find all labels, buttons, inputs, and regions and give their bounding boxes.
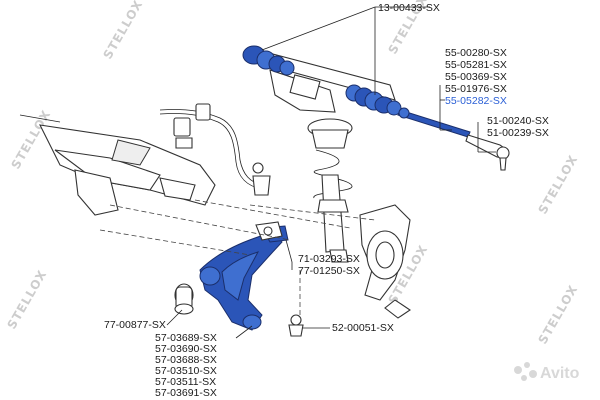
label-stab-link-1: 71-03293-SX [298, 253, 360, 265]
watermark-top-mid: STELLOX [100, 0, 145, 62]
steering-knuckle [359, 204, 411, 319]
part-labels: 13-00433-SX 55-00280-SX 55-05281-SX 55-0… [104, 2, 549, 399]
tie-rod-end [465, 134, 510, 171]
leader-lines [166, 6, 496, 339]
avito-watermark-text: Avito [540, 365, 580, 382]
label-control-arm-2: 57-03690-SX [155, 343, 217, 355]
assembly-guides [99, 199, 376, 318]
label-tie-rod-2: 55-05281-SX [445, 59, 507, 71]
stabilizer-bushing-2 [195, 103, 211, 121]
watermark-right-low: STELLOX [535, 282, 580, 346]
label-stab-link-2: 77-01250-SX [298, 265, 360, 277]
label-tie-rod-1: 55-00280-SX [445, 47, 507, 59]
strut-assembly [307, 118, 353, 263]
control-arm-bushing [174, 283, 194, 315]
steering-rack [242, 45, 402, 116]
label-control-arm-1: 57-03689-SX [155, 332, 217, 344]
lower-control-arm [199, 225, 289, 331]
label-control-arm-6: 57-03691-SX [155, 387, 217, 399]
watermark-left-bottom: STELLOX [4, 267, 49, 331]
label-bushing: 77-00877-SX [104, 319, 166, 331]
label-tie-rod-3: 55-00369-SX [445, 71, 507, 83]
stab-link-bushing [255, 221, 283, 241]
label-tie-rod-end-1: 51-00240-SX [487, 115, 549, 127]
label-control-arm-5: 57-03511-SX [155, 376, 216, 388]
label-ball-joint: 52-00051-SX [332, 322, 394, 334]
ball-joint [288, 314, 304, 337]
subframe [19, 114, 216, 216]
label-control-arm-4: 57-03510-SX [155, 365, 217, 377]
label-rack-boots: 13-00433-SX [378, 2, 440, 14]
watermark-right-mid: STELLOX [535, 152, 580, 216]
label-tie-rod-end-2: 51-00239-SX [487, 127, 549, 139]
rack-boot-right [345, 84, 402, 116]
marketplace-watermark: Avito [514, 362, 580, 382]
rack-boot-left [242, 45, 295, 76]
stabilizer-bar [159, 103, 271, 196]
stabilizer-bushing-1 [173, 117, 191, 137]
inner-tie-rod [397, 107, 471, 138]
label-tie-rod-4: 55-01976-SX [445, 83, 507, 95]
label-control-arm-3: 57-03688-SX [155, 354, 217, 366]
label-tie-rod-5: 55-05282-SX [445, 95, 507, 107]
